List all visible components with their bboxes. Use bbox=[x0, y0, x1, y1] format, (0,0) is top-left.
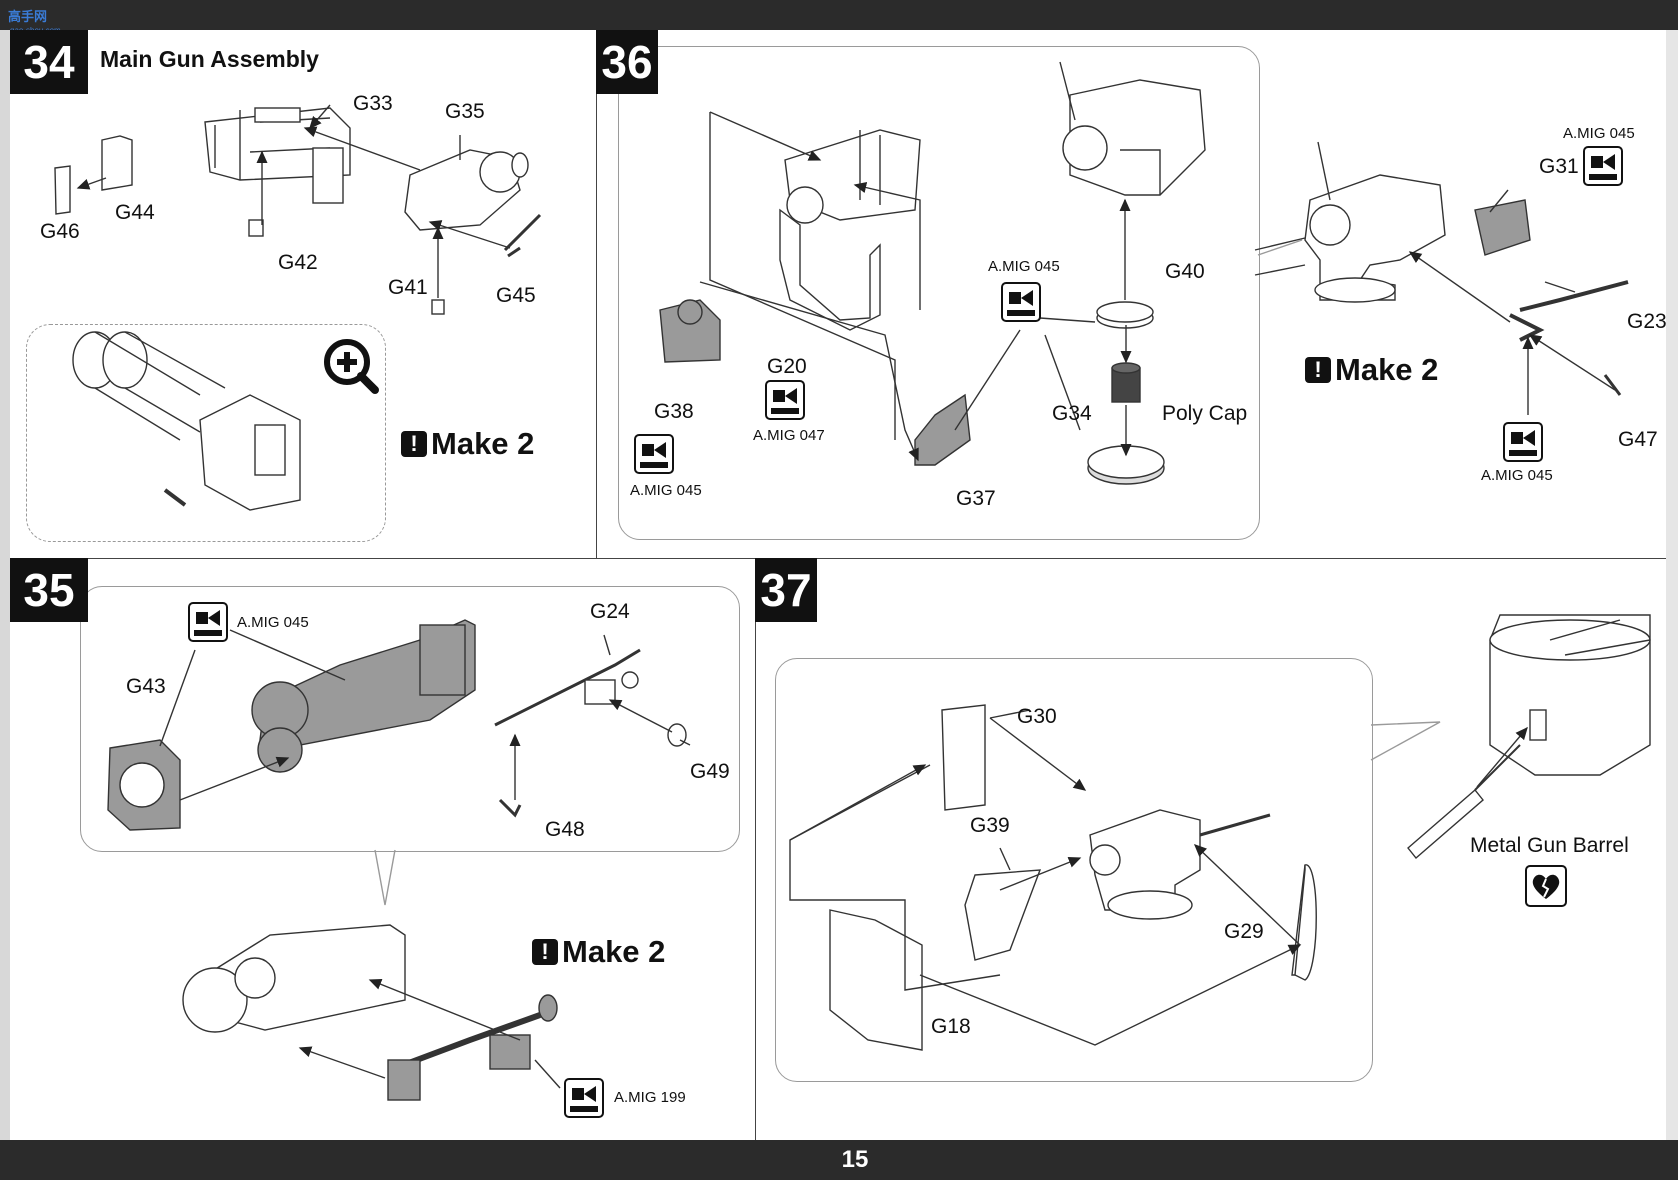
divider-horizontal bbox=[10, 558, 1666, 559]
s35-breech-gray bbox=[251, 619, 476, 773]
s36-g47-part bbox=[1603, 374, 1622, 396]
paint-g34: A.MIG 045 bbox=[988, 258, 1060, 275]
exclamation-icon: ! bbox=[532, 939, 558, 965]
label-g20: G20 bbox=[767, 355, 807, 378]
divider-35-37 bbox=[755, 558, 756, 1140]
s37-barrel-detail bbox=[1407, 614, 1651, 860]
label-poly-cap: Poly Cap bbox=[1162, 402, 1248, 425]
step-35-number: 35 bbox=[10, 558, 88, 622]
s34-g46-part bbox=[54, 165, 71, 215]
step-36-number: 36 bbox=[596, 30, 658, 94]
label-g33: G33 bbox=[353, 92, 393, 115]
paint-35-bottom: A.MIG 199 bbox=[614, 1089, 686, 1106]
paint-g47: A.MIG 045 bbox=[1481, 467, 1553, 484]
s36-g20-frame bbox=[779, 208, 881, 331]
label-g18: G18 bbox=[931, 1015, 971, 1038]
page-number: 15 bbox=[841, 1146, 869, 1173]
s35-g49-part bbox=[667, 723, 687, 747]
label-g46: G46 bbox=[40, 220, 80, 243]
paint-g20: A.MIG 047 bbox=[753, 427, 825, 444]
label-g40: G40 bbox=[1165, 260, 1205, 283]
s34-g44-part bbox=[101, 135, 133, 191]
step-34-number: 34 bbox=[10, 30, 88, 94]
s37-g39-shield bbox=[964, 869, 1042, 961]
label-g35: G35 bbox=[445, 100, 485, 123]
s34-g42-part bbox=[248, 219, 264, 237]
s35-assembled-breech bbox=[182, 924, 406, 1033]
top-bar bbox=[0, 0, 1678, 30]
bottom-bar bbox=[0, 1140, 1678, 1180]
make-2-text: Make 2 bbox=[1335, 352, 1439, 387]
detail-box-34 bbox=[26, 324, 386, 542]
s36-g37-part bbox=[914, 393, 971, 466]
paint-g31: A.MIG 045 bbox=[1563, 125, 1635, 142]
label-g45: G45 bbox=[496, 284, 536, 307]
s37-assembled-gun bbox=[1089, 809, 1271, 920]
label-g37: G37 bbox=[956, 487, 996, 510]
label-metal-gun-barrel: Metal Gun Barrel bbox=[1470, 834, 1629, 857]
paint-brush-icon bbox=[1001, 282, 1041, 322]
label-g38: G38 bbox=[654, 400, 694, 423]
heart-break-icon bbox=[1525, 865, 1567, 907]
make-2-text: Make 2 bbox=[431, 426, 535, 461]
s35-g48-part bbox=[498, 798, 522, 818]
label-g43: G43 bbox=[126, 675, 166, 698]
callout-bubble-35 bbox=[80, 586, 740, 852]
s36-mount-top bbox=[1059, 61, 1206, 196]
s34-g41-part bbox=[431, 299, 445, 315]
s35-sight-gray bbox=[387, 994, 558, 1101]
make-2-text: Make 2 bbox=[562, 934, 666, 969]
step-35-make-2: !Make 2 bbox=[532, 934, 665, 970]
label-g39: G39 bbox=[970, 814, 1010, 837]
label-g41: G41 bbox=[388, 276, 428, 299]
s34-g45-part bbox=[503, 213, 542, 258]
magnify-plus-icon bbox=[324, 339, 379, 394]
paint-brush-icon bbox=[1503, 422, 1543, 462]
paint-brush-icon bbox=[765, 380, 805, 420]
label-g24: G24 bbox=[590, 600, 630, 623]
label-g48: G48 bbox=[545, 818, 585, 841]
paint-g38: A.MIG 045 bbox=[630, 482, 702, 499]
paint-brush-icon bbox=[634, 434, 674, 474]
s36-g31-part bbox=[1474, 199, 1531, 256]
paint-brush-icon bbox=[564, 1078, 604, 1118]
paint-brush-icon bbox=[188, 602, 228, 642]
label-g49: G49 bbox=[690, 760, 730, 783]
callout-bubble-36 bbox=[618, 46, 1260, 540]
divider-34-36 bbox=[596, 30, 597, 558]
label-g31: G31 bbox=[1539, 155, 1579, 178]
left-edge bbox=[0, 30, 10, 1140]
s34-detail-drawing bbox=[72, 331, 301, 511]
exclamation-icon: ! bbox=[1305, 357, 1331, 383]
s36-assembled-mount bbox=[1304, 141, 1446, 303]
paint-35-top: A.MIG 045 bbox=[237, 614, 309, 631]
step-34-make-2: !Make 2 bbox=[401, 426, 534, 462]
s37-g18-shield bbox=[829, 909, 923, 1051]
label-g44: G44 bbox=[115, 201, 155, 224]
label-g29: G29 bbox=[1224, 920, 1264, 943]
label-g23: G23 bbox=[1627, 310, 1667, 333]
exclamation-icon: ! bbox=[401, 431, 427, 457]
s34-g44-block bbox=[312, 147, 344, 204]
label-g30: G30 bbox=[1017, 705, 1057, 728]
paint-brush-icon bbox=[1583, 146, 1623, 186]
label-g42: G42 bbox=[278, 251, 318, 274]
step-36-make-2: !Make 2 bbox=[1305, 352, 1438, 388]
right-edge bbox=[1666, 30, 1678, 1140]
step-34-title: Main Gun Assembly bbox=[100, 46, 319, 72]
watermark-logo: 高手网 bbox=[8, 9, 48, 24]
s35-g24-part bbox=[494, 648, 641, 727]
label-g47: G47 bbox=[1618, 428, 1658, 451]
s36-cradle-top bbox=[784, 129, 921, 224]
label-g34: G34 bbox=[1052, 402, 1092, 425]
callout-bubble-37 bbox=[775, 658, 1373, 1082]
step-37-number: 37 bbox=[755, 558, 817, 622]
s37-g30-shield bbox=[941, 704, 986, 811]
